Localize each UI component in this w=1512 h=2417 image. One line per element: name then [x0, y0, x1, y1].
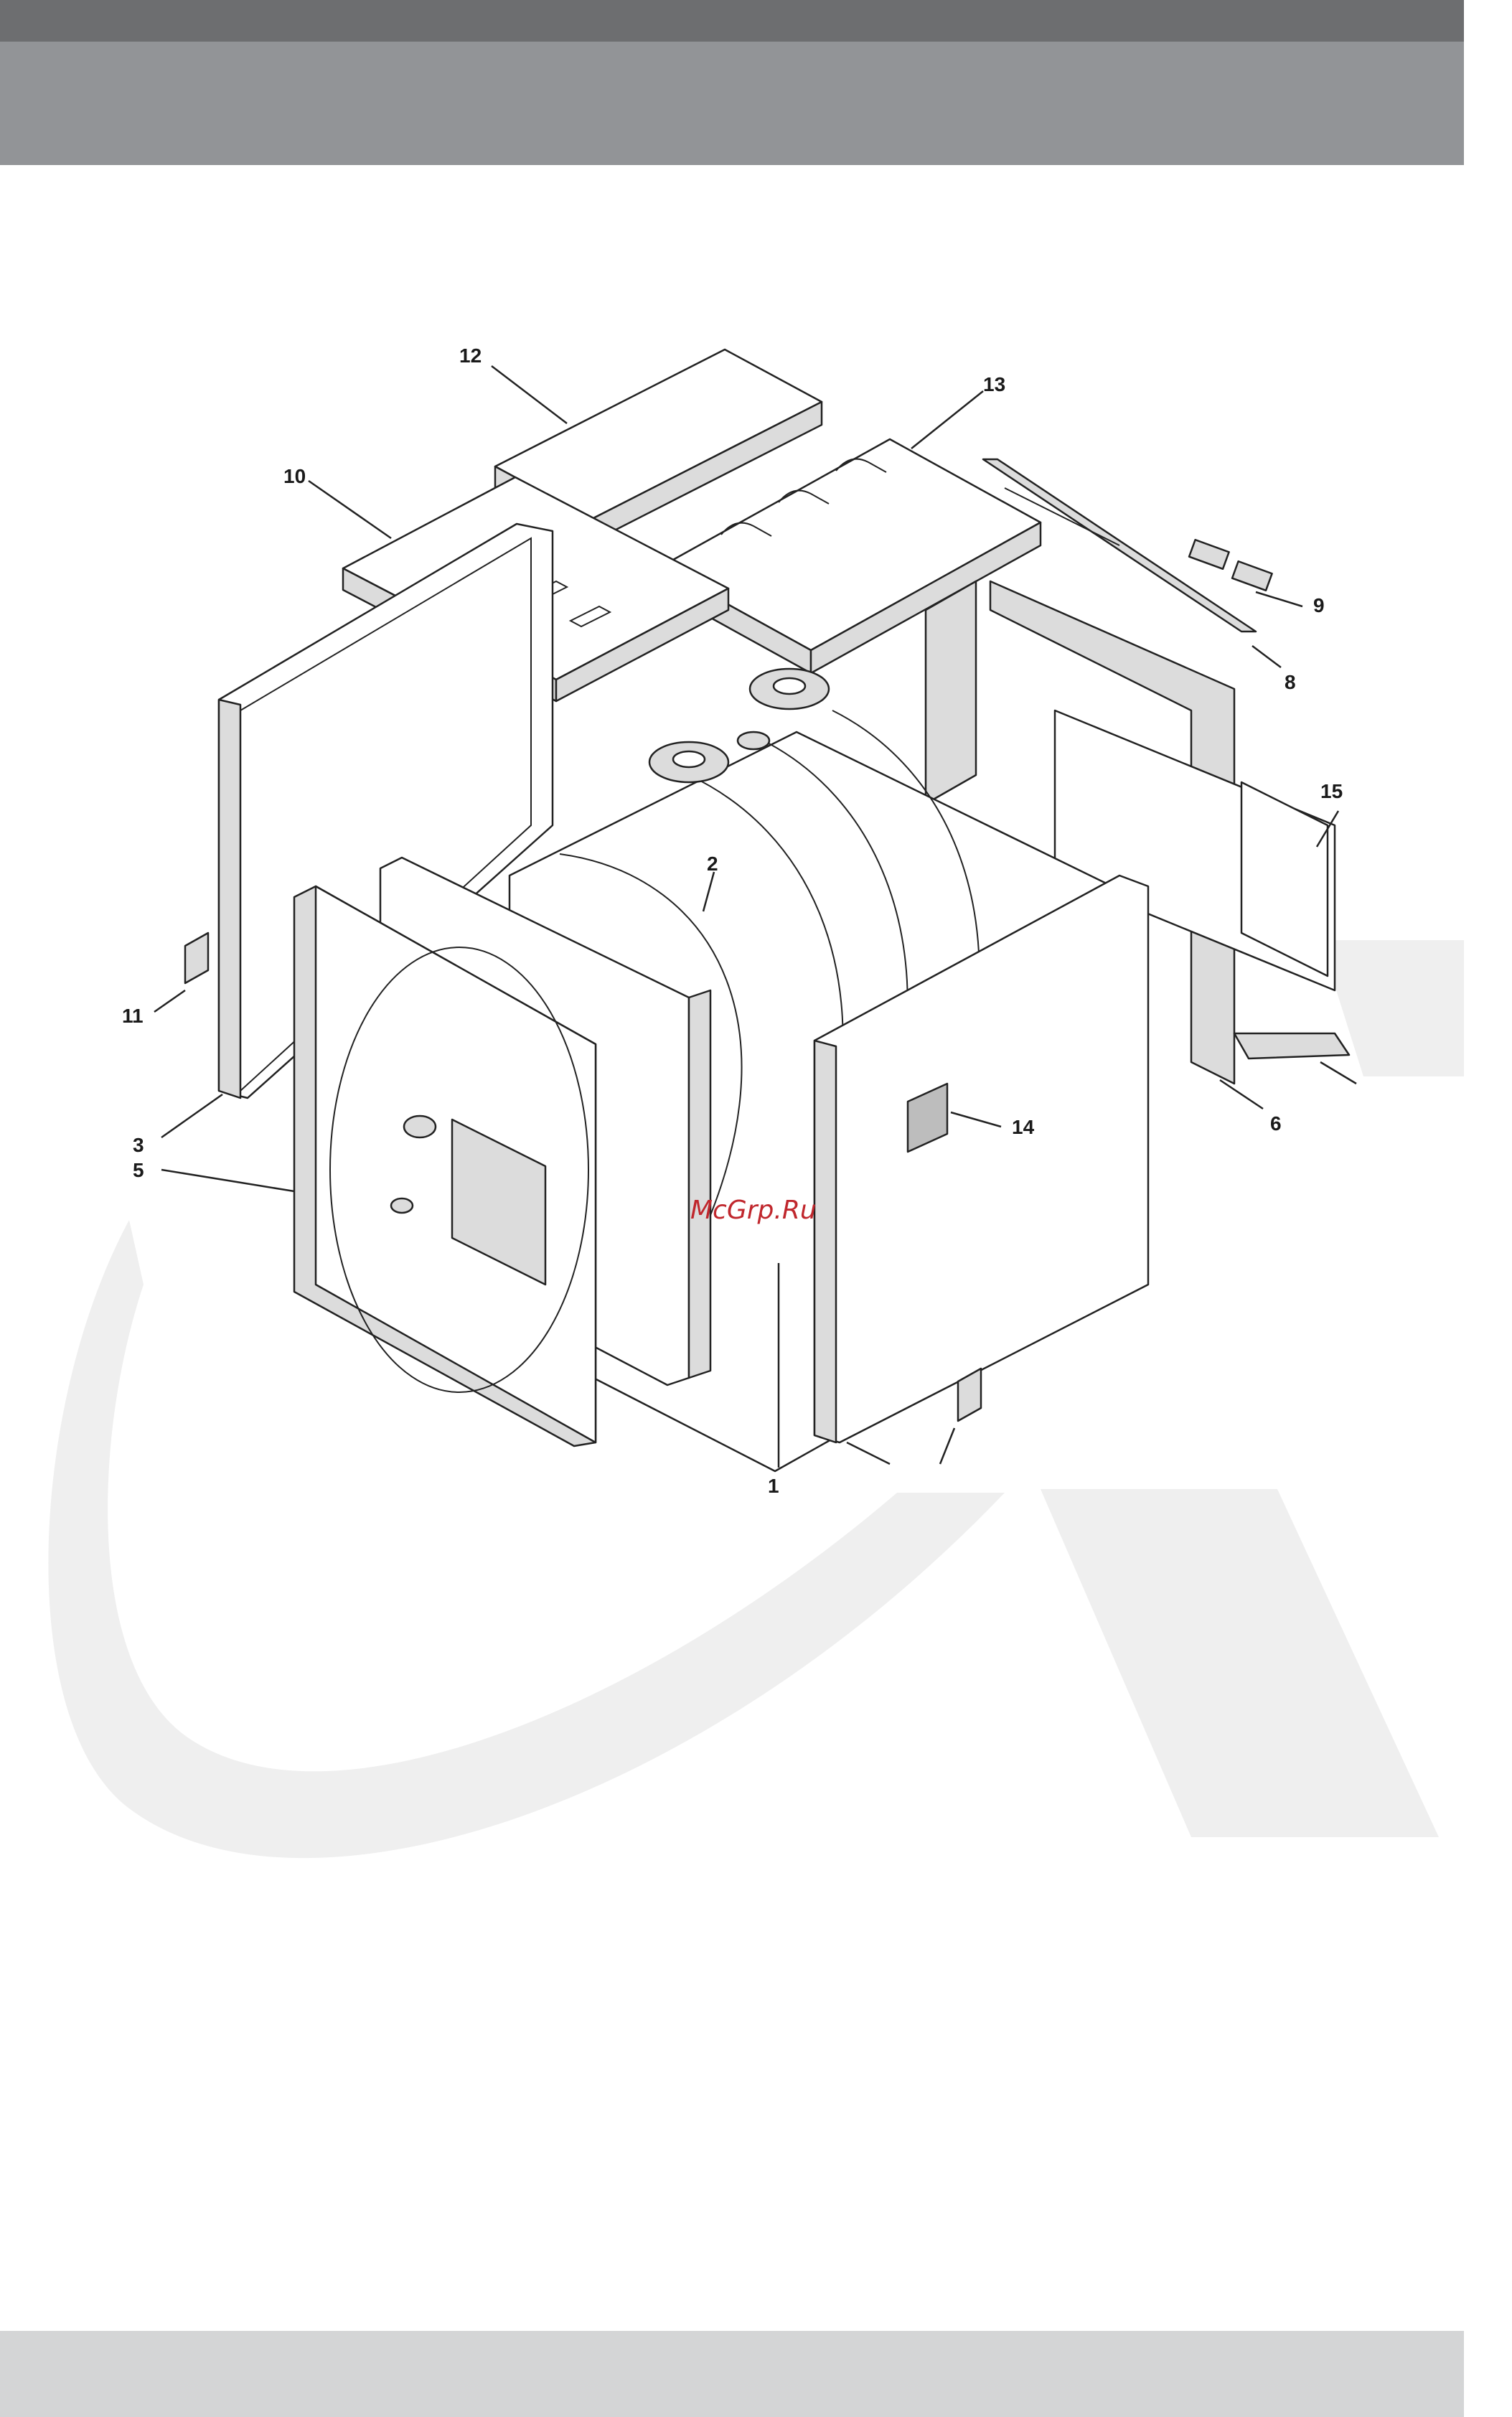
footer-band [0, 2331, 1464, 2417]
label-1: 1 [768, 1475, 779, 1497]
label-2: 2 [707, 853, 718, 875]
terminal-block-9 [1189, 540, 1272, 591]
watermark-text: McGrp.Ru [690, 1196, 817, 1225]
label-14: 14 [1012, 1116, 1035, 1138]
label-15: 15 [1320, 780, 1343, 802]
label-3: 3 [133, 1134, 144, 1156]
exploded-view-diagram: 12 13 10 9 8 15 2 11 3 5 14 6 1 McGrp.Ru [0, 0, 1464, 2325]
label-8: 8 [1285, 671, 1296, 693]
label-10: 10 [283, 465, 306, 487]
label-13: 13 [983, 373, 1005, 395]
latch-11 [185, 933, 208, 983]
label-11: 11 [122, 1005, 144, 1027]
label-9: 9 [1313, 594, 1325, 616]
label-5: 5 [133, 1159, 144, 1181]
label-6: 6 [1270, 1112, 1282, 1135]
label-12: 12 [459, 344, 482, 367]
